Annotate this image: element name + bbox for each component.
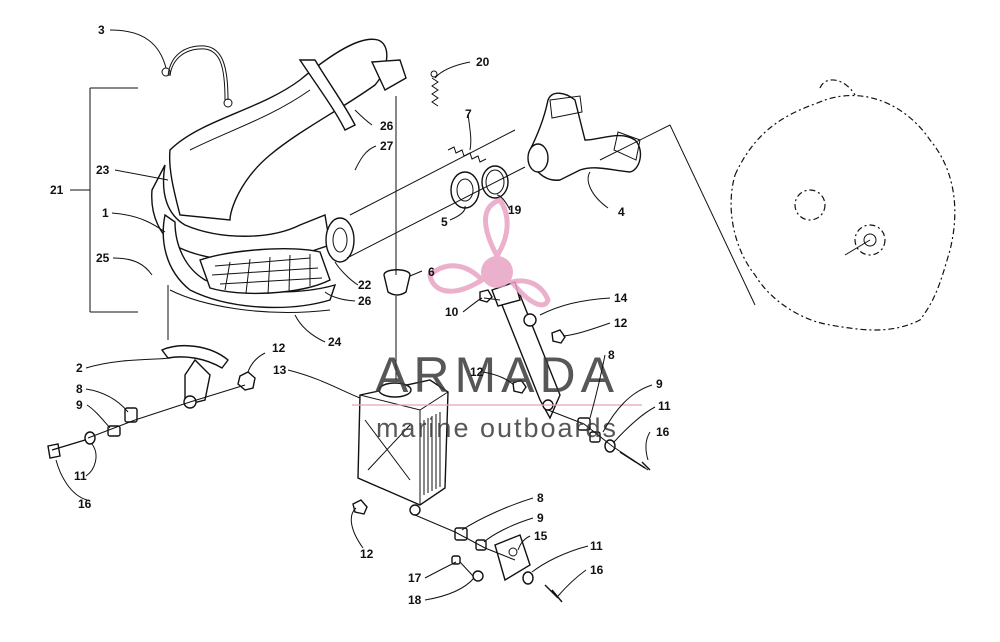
spring-part-20 (430, 70, 439, 107)
callout-15: 15 (534, 529, 548, 543)
leader-lines (55, 29, 656, 601)
grommet-part-6 (383, 269, 411, 296)
callout-1: 1 (102, 206, 109, 220)
callout-24: 24 (328, 335, 342, 349)
muffler-canister-part-13 (357, 379, 449, 516)
callout-labels: 3 23 21 1 25 2 12 8 9 11 16 20 7 26 27 4… (50, 23, 671, 607)
callout-8-left: 8 (76, 382, 83, 396)
callout-6: 6 (428, 265, 435, 279)
exhaust-manifold-part-4 (527, 92, 642, 181)
callout-12-center: 12 (470, 365, 484, 379)
callout-10: 10 (445, 305, 459, 319)
hardware-parts (47, 289, 651, 603)
assembly-lines (87, 87, 871, 561)
callout-18: 18 (408, 593, 422, 607)
callout-20: 20 (476, 55, 490, 69)
callout-26-top: 26 (380, 119, 394, 133)
watermark-brand: ARMADA (375, 347, 619, 403)
callout-14: 14 (614, 291, 628, 305)
callout-16-right: 16 (656, 425, 670, 439)
callout-9-left: 9 (76, 398, 83, 412)
bracket-part-15 (494, 534, 531, 582)
bracket-part-2 (160, 345, 229, 409)
callout-16-left: 16 (78, 497, 92, 511)
callout-11-left: 11 (74, 469, 87, 483)
callout-27: 27 (380, 139, 394, 153)
callout-16-bottom: 16 (590, 563, 604, 577)
callout-21: 21 (50, 183, 64, 197)
callout-7: 7 (465, 107, 472, 121)
callout-5: 5 (441, 215, 448, 229)
callout-23: 23 (96, 163, 110, 177)
callout-9-right: 9 (656, 377, 663, 391)
callout-12-mid-right: 12 (614, 316, 628, 330)
callout-4: 4 (618, 205, 625, 219)
callout-8-right: 8 (608, 348, 615, 362)
callout-19: 19 (508, 203, 522, 217)
callout-3: 3 (98, 23, 105, 37)
callout-8-bottom: 8 (537, 491, 544, 505)
callout-11-bottom: 11 (590, 539, 603, 553)
callout-22: 22 (358, 278, 372, 292)
callout-12-left: 12 (272, 341, 286, 355)
callout-2: 2 (76, 361, 83, 375)
callout-25: 25 (96, 251, 110, 265)
callout-9-bottom: 9 (537, 511, 544, 525)
callout-26-bottom: 26 (358, 294, 372, 308)
callout-12-bottom: 12 (360, 547, 374, 561)
propeller-logo (427, 197, 551, 308)
spring-part-3 (161, 45, 233, 108)
engine-outline (730, 79, 956, 331)
callout-17: 17 (408, 571, 422, 585)
watermark-tagline: marine outboards (376, 413, 618, 443)
exhaust-pipe-assembly (151, 38, 407, 313)
callout-13: 13 (273, 363, 287, 377)
callout-11-right: 11 (658, 399, 671, 413)
